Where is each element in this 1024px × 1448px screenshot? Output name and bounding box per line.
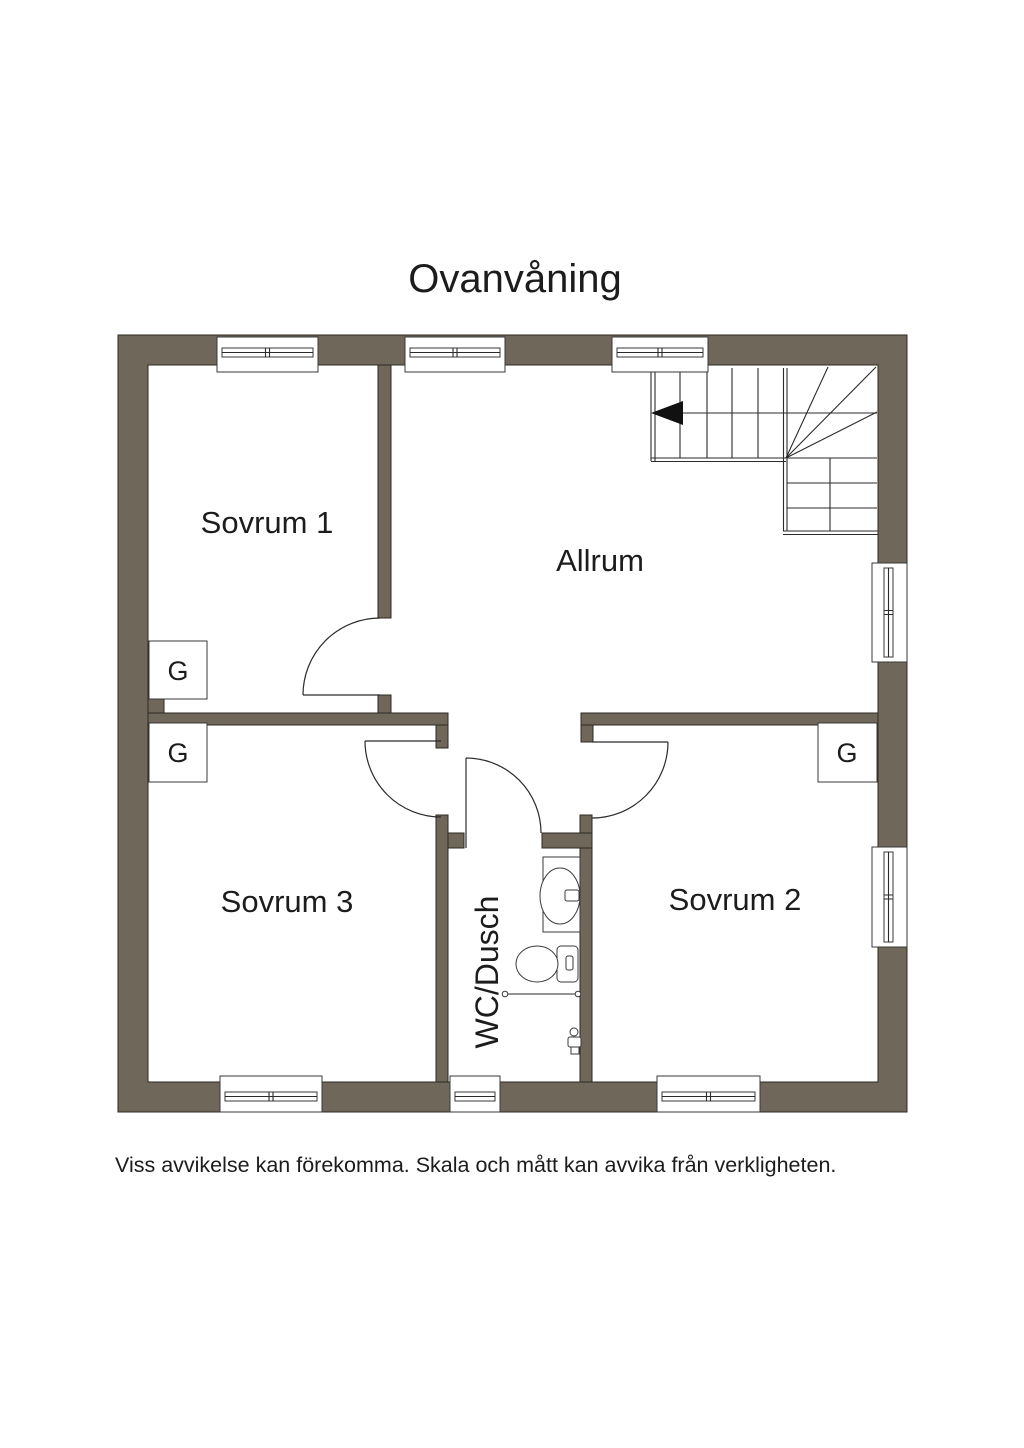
- room-label-wc-dusch: WC/Dusch: [469, 896, 505, 1049]
- door-swing-arc: [465, 757, 542, 834]
- toilet-icon: [515, 945, 579, 983]
- wardrobe-sovrum2: G: [817, 722, 878, 783]
- window-mullion: [884, 568, 893, 657]
- wall-segment: [147, 712, 449, 726]
- door-swing-arc: [302, 617, 381, 696]
- wardrobe-sovrum3: G: [148, 722, 208, 783]
- shower-mixer-icon: [567, 1027, 582, 1055]
- room-label-sovrum-2: Sovrum 2: [669, 882, 802, 917]
- wall-segment: [579, 814, 593, 834]
- wall-segment: [541, 832, 593, 849]
- stair-edge: [650, 368, 878, 536]
- window-mullion: [410, 348, 500, 357]
- wardrobe-box: [817, 722, 878, 783]
- wall-segment: [580, 712, 879, 726]
- sink-icon: [539, 856, 581, 933]
- disclaimer: Viss avvikelse kan förekomma. Skala och …: [115, 1153, 836, 1177]
- door-sovrum2: [591, 741, 669, 819]
- window-mullion: [222, 348, 313, 357]
- window-sovrum3-bottom: [219, 1075, 323, 1113]
- window-wc-bottom: [449, 1075, 501, 1113]
- door-sovrum3: [364, 740, 442, 818]
- staircase: [650, 366, 878, 536]
- wall-segment: [435, 814, 449, 1083]
- wall-segment: [147, 698, 165, 714]
- wardrobe-label: G: [167, 738, 188, 768]
- window-mullion: [617, 348, 703, 357]
- floor-title: Ovanvåning: [408, 257, 621, 301]
- window-mullion: [662, 1092, 755, 1101]
- wardrobe-label: G: [167, 656, 188, 686]
- door-swing-arc: [364, 740, 442, 818]
- stair-treads: [679, 368, 877, 531]
- wardrobe-sovrum1: G: [148, 640, 208, 700]
- wall-segment: [580, 724, 594, 743]
- window-allrum-top-left: [404, 336, 506, 373]
- wall-segment: [435, 724, 449, 749]
- window-sovrum2-bottom: [656, 1075, 761, 1113]
- window-mullion: [884, 852, 893, 942]
- shower-rail-icon: [501, 990, 582, 998]
- room-label-allrum: Allrum: [556, 543, 644, 578]
- wall-segment: [579, 847, 593, 1083]
- wall-segment: [377, 694, 392, 715]
- window-allrum-top-right: [611, 336, 709, 373]
- door-sovrum1: [302, 617, 381, 696]
- window-sovrum1-top: [216, 336, 319, 373]
- wardrobe-box: [148, 640, 208, 700]
- stair-direction-arrow-icon: [651, 401, 683, 425]
- walls: [117, 334, 908, 1113]
- wardrobe-box: [148, 722, 208, 783]
- wardrobe-label: G: [836, 738, 857, 768]
- window-mullion: [225, 1092, 317, 1101]
- window-sovrum2-right: [871, 846, 908, 948]
- room-label-sovrum-3: Sovrum 3: [221, 884, 354, 919]
- wall-segment: [377, 364, 392, 619]
- wall-segment: [447, 832, 465, 849]
- door-swing-arc: [591, 741, 669, 819]
- room-label-sovrum-1: Sovrum 1: [201, 505, 334, 540]
- window-allrum-right: [871, 562, 908, 663]
- door-wc: [465, 757, 542, 848]
